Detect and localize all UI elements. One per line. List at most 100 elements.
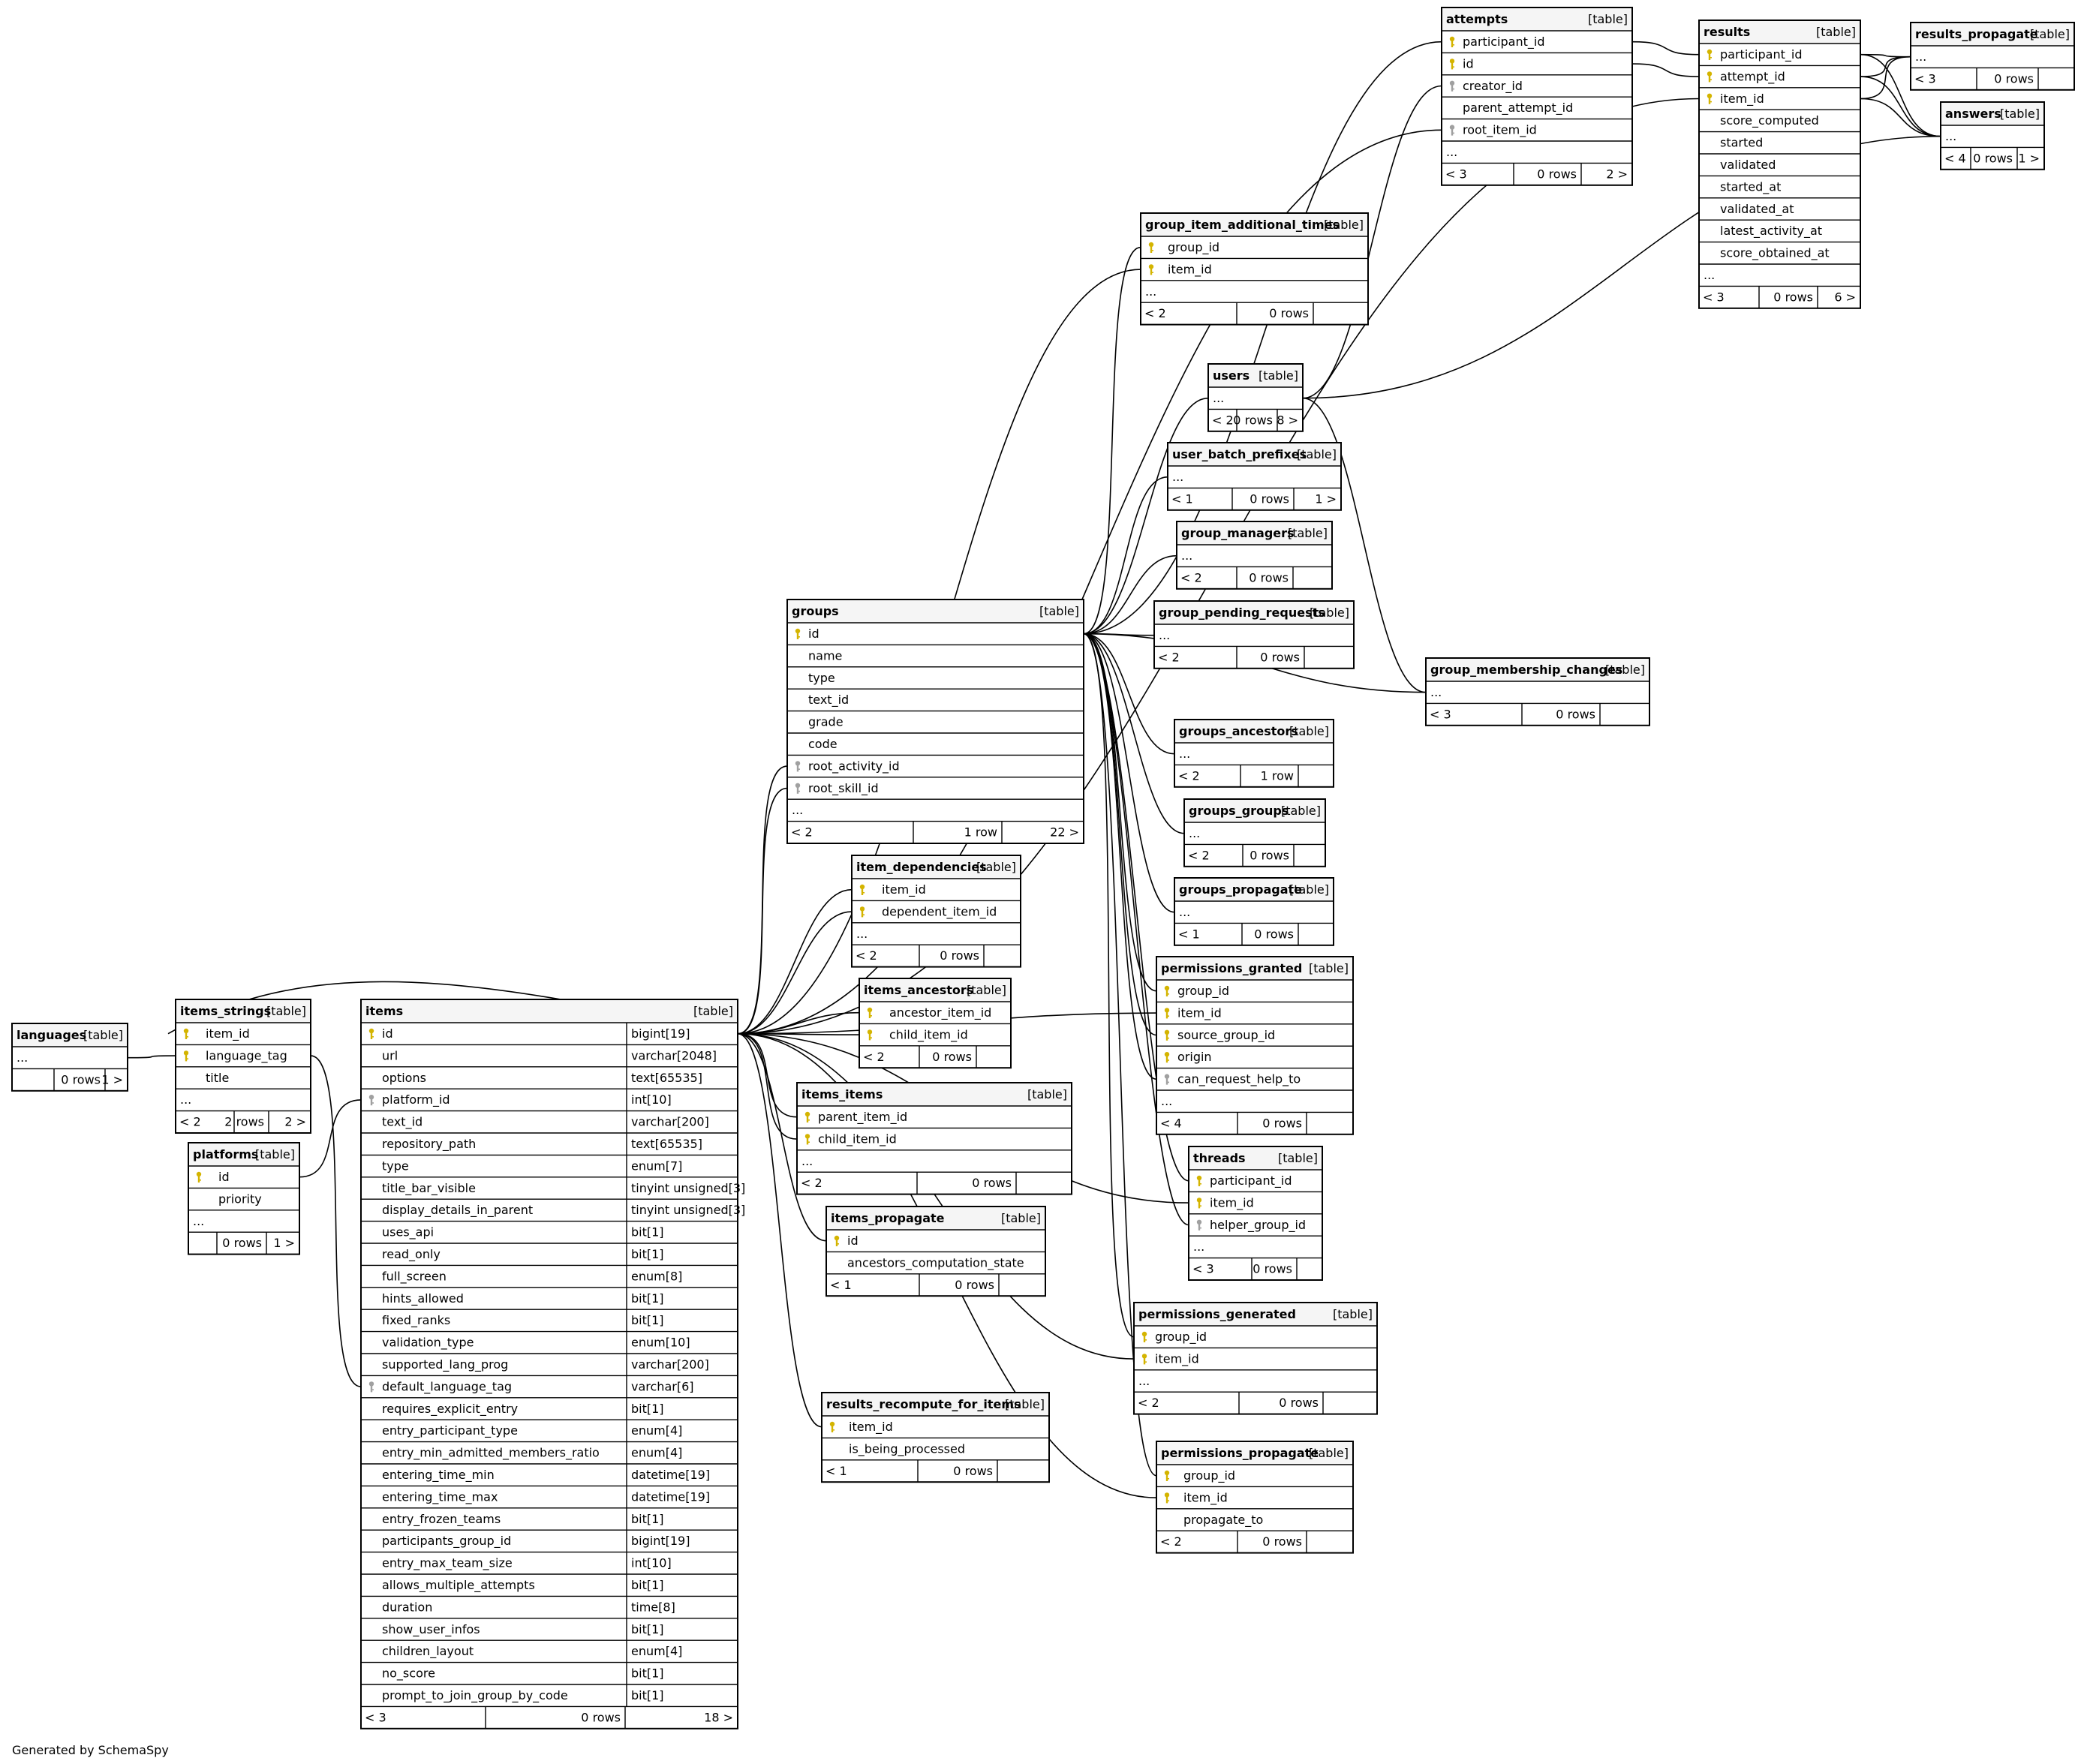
footer-parents: < 2 bbox=[1188, 848, 1210, 862]
column-name: grade bbox=[808, 715, 844, 729]
table-header-bg bbox=[860, 979, 1010, 1001]
table-type-tag: [table] bbox=[83, 1028, 123, 1042]
table-threads[interactable]: threads[table]participant_iditem_idhelpe… bbox=[1188, 1146, 1323, 1281]
footer-parents: < 2 bbox=[1144, 306, 1166, 320]
table-permissions-generated[interactable]: permissions_generated[table]group_iditem… bbox=[1133, 1302, 1378, 1415]
key-icon bbox=[1449, 59, 1455, 70]
column-name: participant_id bbox=[1463, 35, 1544, 50]
table-header-bg bbox=[1141, 214, 1367, 236]
column-row: ... bbox=[188, 1214, 299, 1233]
footer-row-count: 0 rows bbox=[1253, 1262, 1292, 1276]
table-items-ancestors[interactable]: items_ancestors[table]ancestor_item_idch… bbox=[859, 978, 1012, 1069]
column-name: item_id bbox=[1720, 92, 1764, 107]
relationship-items-item_dependencies-1 bbox=[737, 906, 868, 1038]
table-header-bg bbox=[1175, 879, 1333, 900]
key-icon bbox=[1141, 1331, 1147, 1342]
table-type-tag: [table] bbox=[1027, 1087, 1067, 1101]
key-icon bbox=[859, 884, 865, 895]
column-name: ... bbox=[1430, 685, 1442, 699]
column-name: parent_attempt_id bbox=[1463, 101, 1573, 116]
table-groups[interactable]: groups[table]idnametypetext_idgradecoder… bbox=[786, 599, 1084, 844]
footer-row-count: 0 rows bbox=[1262, 1534, 1302, 1549]
column-name: type bbox=[808, 671, 835, 685]
column-row: participant_id bbox=[1442, 35, 1632, 54]
table-type-tag: [table] bbox=[1278, 1151, 1318, 1165]
column-row: ancestor_item_id bbox=[859, 1005, 1011, 1025]
footer-row-count: 0 rows bbox=[1254, 927, 1294, 941]
footer-parents: < 1 bbox=[825, 1464, 847, 1478]
table-results[interactable]: results[table]participant_idattempt_idit… bbox=[1698, 20, 1861, 309]
column-row: participant_id bbox=[1699, 47, 1860, 67]
table-permissions-propagate[interactable]: permissions_propagate[table]group_iditem… bbox=[1156, 1441, 1354, 1554]
table-permissions-granted[interactable]: permissions_granted[table]group_iditem_i… bbox=[1156, 956, 1354, 1135]
table-name: group_item_additional_times bbox=[1145, 218, 1340, 232]
table-type-tag: [table] bbox=[1281, 804, 1321, 818]
table-type-tag: [table] bbox=[1310, 606, 1349, 620]
column-row: id bbox=[826, 1234, 1045, 1253]
column-row: creator_id bbox=[1442, 79, 1632, 98]
column-name: ... bbox=[1161, 1094, 1172, 1108]
column-name: show_user_infos bbox=[382, 1622, 480, 1637]
footer-row-count: 0 rows bbox=[1773, 290, 1813, 304]
footer-row-count: 0 rows bbox=[61, 1072, 101, 1086]
footer-parents: < 1 bbox=[830, 1278, 852, 1292]
column-row: ... bbox=[1208, 391, 1303, 410]
table-name: answers bbox=[1945, 107, 2001, 121]
column-name: ... bbox=[1213, 391, 1224, 405]
table-items-strings[interactable]: items_strings[table]item_idlanguage_tagt… bbox=[175, 999, 311, 1134]
footer-row-count: 0 rows bbox=[1260, 650, 1300, 664]
column-name: group_id bbox=[1183, 1468, 1235, 1483]
column-row: ... bbox=[1177, 548, 1332, 568]
table-attempts[interactable]: attempts[table]participant_ididcreator_i… bbox=[1441, 7, 1633, 186]
table-items-items[interactable]: items_items[table]parent_item_idchild_it… bbox=[796, 1082, 1072, 1195]
column-name: ... bbox=[801, 1154, 813, 1168]
table-name: groups_ancestors bbox=[1179, 724, 1298, 738]
footer-row-count: 0 rows bbox=[1249, 570, 1289, 584]
table-header-bg bbox=[788, 600, 1083, 622]
table-header-bg bbox=[1157, 957, 1352, 979]
table-group-item-additional-times[interactable]: group_item_additional_times[table]group_… bbox=[1140, 212, 1369, 326]
column-name: propagate_to bbox=[1183, 1513, 1263, 1528]
footer-parents: < 1 bbox=[1171, 491, 1193, 506]
column-name: dependent_item_id bbox=[882, 904, 997, 919]
column-name: attempt_id bbox=[1720, 69, 1785, 84]
column-row: item_id bbox=[1189, 1195, 1322, 1215]
column-name: ... bbox=[180, 1092, 191, 1107]
table-type-tag: [table] bbox=[1297, 447, 1337, 461]
key-icon bbox=[804, 1134, 810, 1145]
key-icon bbox=[1141, 1354, 1147, 1365]
column-name: language_tag bbox=[206, 1048, 287, 1063]
key-icon bbox=[867, 1007, 873, 1018]
column-name: root_skill_id bbox=[808, 781, 879, 796]
table-header-bg bbox=[1135, 1303, 1376, 1325]
table-results-recompute-for-items[interactable]: results_recompute_for_items[table]item_i… bbox=[821, 1392, 1050, 1483]
footer-parents: < 2 bbox=[1138, 1396, 1159, 1410]
footer-parents: < 1 bbox=[1178, 927, 1200, 941]
table-item-dependencies[interactable]: item_dependencies[table]item_iddependent… bbox=[851, 855, 1021, 968]
table-items-propagate[interactable]: items_propagate[table]idancestors_comput… bbox=[825, 1206, 1046, 1297]
column-name: priority bbox=[218, 1192, 262, 1206]
